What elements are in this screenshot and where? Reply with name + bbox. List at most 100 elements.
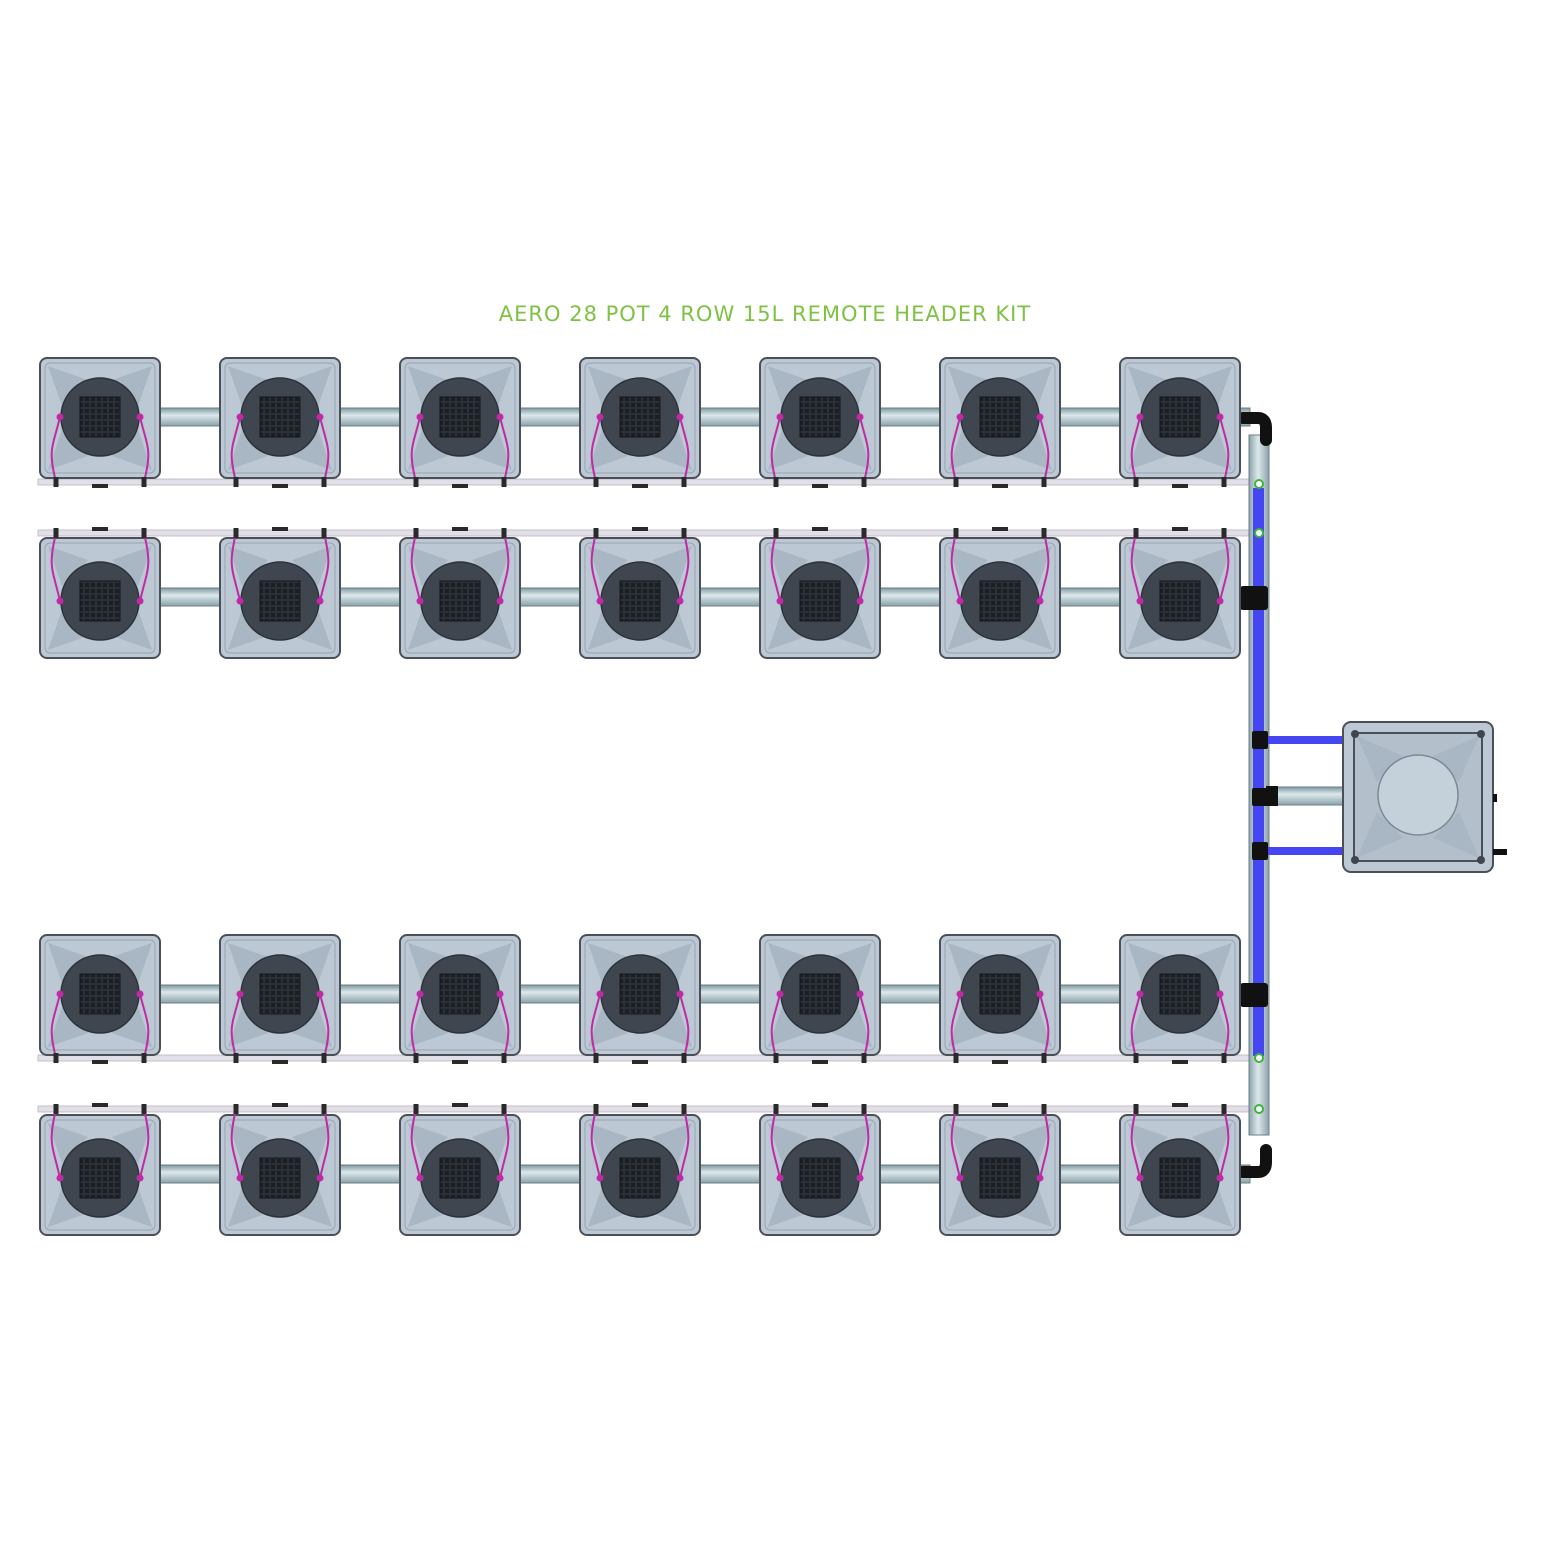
line-clip xyxy=(141,528,147,538)
line-clip xyxy=(681,528,687,538)
pot-facet xyxy=(1128,1007,1168,1047)
pot-facet xyxy=(832,430,872,470)
pot-facet xyxy=(1128,943,1168,983)
pot-facet xyxy=(408,1187,448,1227)
spray-line xyxy=(410,1108,421,1179)
grow-pot xyxy=(219,537,341,659)
pot-rim xyxy=(944,542,1056,654)
pot-facet xyxy=(408,1123,448,1163)
line-clip xyxy=(53,477,59,487)
line-clip xyxy=(812,527,828,531)
tank-facet xyxy=(1433,812,1479,858)
connecting-tubes xyxy=(99,407,1251,1184)
pot-rim xyxy=(584,939,696,1051)
pot-facet xyxy=(472,430,512,470)
pot-facet xyxy=(292,1007,332,1047)
mesh-basket xyxy=(619,396,661,438)
mesh-basket xyxy=(439,1157,481,1199)
pot-facet xyxy=(48,1187,88,1227)
spray-line xyxy=(679,1108,690,1179)
pot-facet xyxy=(832,610,872,650)
spray-line xyxy=(1039,416,1050,483)
grow-pot xyxy=(939,537,1061,659)
pot-facet xyxy=(472,943,512,983)
pot-facet xyxy=(588,943,628,983)
line-clip xyxy=(593,477,599,487)
line-clip xyxy=(992,1103,1008,1107)
pot-facet xyxy=(1192,430,1232,470)
line-clip xyxy=(452,1060,468,1064)
line-clip xyxy=(321,1104,327,1114)
line-clip xyxy=(1221,477,1227,487)
grow-pot xyxy=(579,357,701,479)
line-clip xyxy=(992,527,1008,531)
line-clip xyxy=(233,1104,239,1114)
pot-facet xyxy=(1012,610,1052,650)
spray-line xyxy=(319,416,330,483)
line-clip xyxy=(1041,1053,1047,1063)
pot-facet xyxy=(408,1007,448,1047)
line-clip xyxy=(1221,1053,1227,1063)
pot-facet xyxy=(768,1123,808,1163)
line-clip xyxy=(272,1103,288,1107)
pot-facet xyxy=(1128,546,1168,586)
pot-facet xyxy=(652,430,692,470)
grow-pot xyxy=(759,934,881,1056)
pot-facet xyxy=(588,1187,628,1227)
spray-line xyxy=(859,416,870,483)
line-clip xyxy=(452,1103,468,1107)
mesh-basket xyxy=(439,973,481,1015)
tank-port xyxy=(1493,794,1497,802)
line-clip xyxy=(773,528,779,538)
spray-line xyxy=(410,532,421,602)
line-clip xyxy=(861,528,867,538)
pot-rim xyxy=(944,939,1056,1051)
grow-pot xyxy=(939,357,1061,479)
pot-facet xyxy=(652,610,692,650)
pot-facet xyxy=(588,546,628,586)
pot-facet xyxy=(948,610,988,650)
spray-line xyxy=(230,1108,241,1179)
spray-line xyxy=(1130,416,1141,483)
pot-rim xyxy=(404,542,516,654)
pot-facet xyxy=(292,1187,332,1227)
pot-facet xyxy=(292,610,332,650)
line-clip xyxy=(681,477,687,487)
line-clip xyxy=(321,528,327,538)
line-clip xyxy=(681,1104,687,1114)
line-clip xyxy=(992,484,1008,488)
pot-facet xyxy=(1128,366,1168,406)
pot-facet xyxy=(652,1187,692,1227)
pot-facet xyxy=(1192,366,1232,406)
spray-line xyxy=(679,532,690,602)
line-clip xyxy=(452,527,468,531)
line-clip xyxy=(593,1104,599,1114)
tee-fitting xyxy=(1252,731,1268,749)
pot-facet xyxy=(112,943,152,983)
spray-line xyxy=(319,1108,330,1179)
pot-facet xyxy=(588,1123,628,1163)
pot-facet xyxy=(408,430,448,470)
line-clip xyxy=(1041,528,1047,538)
pot-facet xyxy=(652,943,692,983)
line-clip xyxy=(773,1053,779,1063)
spray-line xyxy=(1039,993,1050,1059)
line-clip xyxy=(632,527,648,531)
tank-facet xyxy=(1357,812,1403,858)
spray-line xyxy=(950,416,961,483)
mesh-basket xyxy=(979,1157,1021,1199)
spray-line xyxy=(410,416,421,483)
line-clip xyxy=(272,1060,288,1064)
pot-rim xyxy=(584,1119,696,1231)
spray-line xyxy=(499,532,510,602)
pot-facet xyxy=(768,366,808,406)
grow-pot xyxy=(39,357,161,479)
line-clip xyxy=(141,477,147,487)
pot-facet xyxy=(408,546,448,586)
spray-line xyxy=(1130,1108,1141,1179)
spray-line xyxy=(499,1108,510,1179)
tank-bolt xyxy=(1477,856,1485,864)
pot-facet xyxy=(1192,943,1232,983)
feed-pipe xyxy=(1268,847,1346,855)
pot-facet xyxy=(292,546,332,586)
